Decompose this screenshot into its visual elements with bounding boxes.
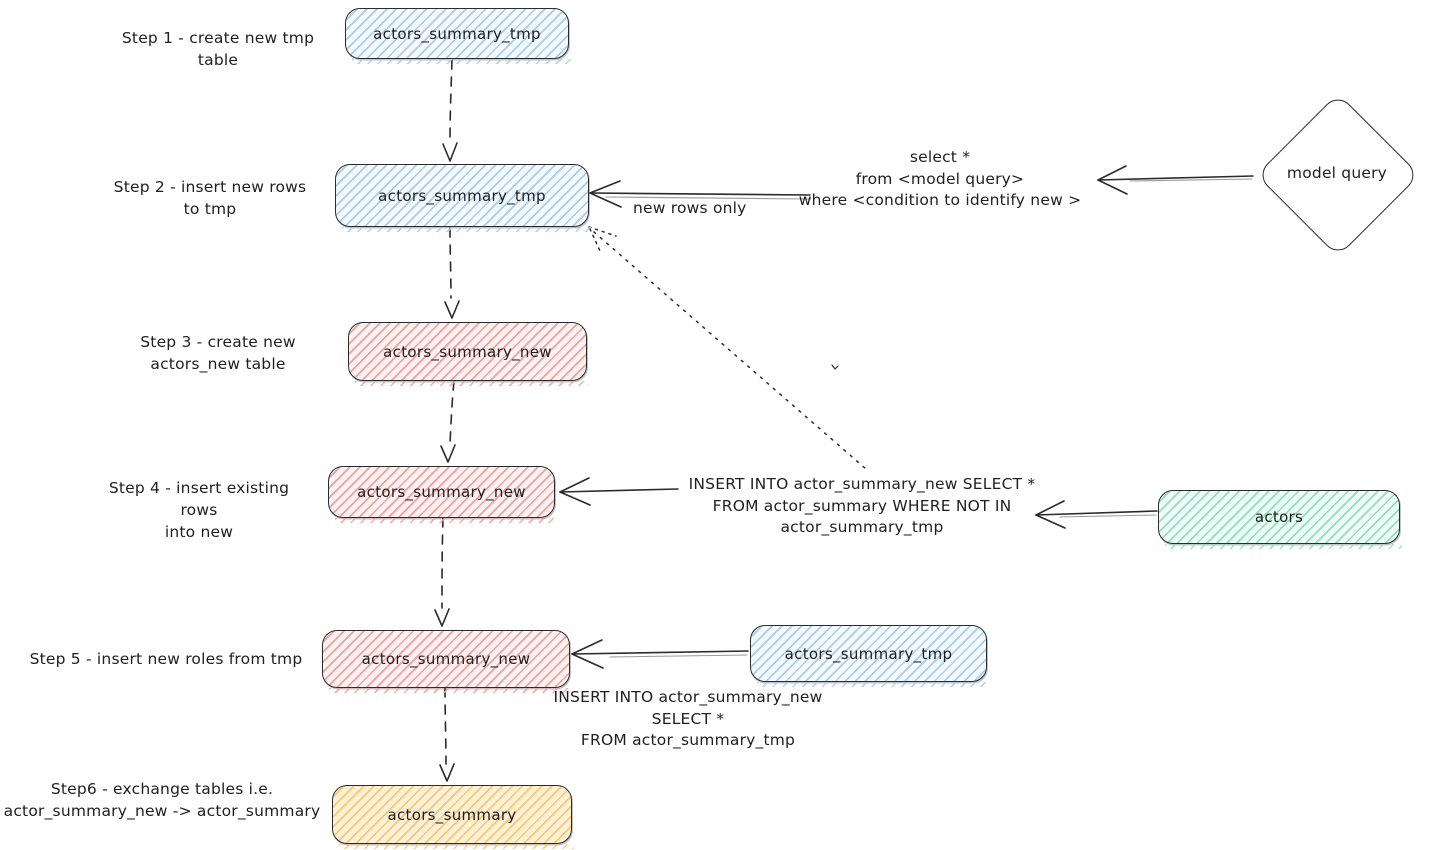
step-3-node-label: actors_summary_new [383,342,552,361]
step-2-label: Step 2 - insert new rows to tmp [113,178,307,218]
actors-node-label: actors [1254,508,1304,526]
tmp-source-node-label: actors_summary_tmp [784,644,953,663]
step-5-label: Step 5 - insert new roles from tmp [29,650,303,668]
step-1-node-label: actors_summary_tmp [373,24,541,43]
annotation-model-query-sql: select * from <model query> where <condi… [798,148,1082,209]
step-1-node: actors_summary_tmp [345,8,571,64]
arrow-sql-to-step4 [559,477,679,506]
arrow-modelquery-to-sql [1097,165,1254,195]
annotation-new-rows-only: new rows only [633,199,747,217]
step-2-node-label: actors_summary_tmp [378,186,546,205]
tmp-source-node: actors_summary_tmp [750,625,989,687]
dotted-arrow-step4sql-to-step2 [588,226,867,470]
arrow-step3-to-step4 [440,380,456,463]
step-6-node: actors_summary [332,785,574,849]
annotation-insert-existing-sql: INSERT INTO actor_summary_new SELECT * F… [688,475,1036,536]
actors-node: actors [1158,490,1402,549]
step-3-label: Step 3 - create new actors_new table [140,333,296,373]
step-5-node-label: actors_summary_new [361,650,531,668]
arrow-step1-to-step2 [442,59,458,162]
step-6-node-label: actors_summary [387,805,517,824]
arrow-tmp-to-step5 [571,639,749,669]
arrow-step4-to-step5 [434,517,450,627]
arrow-step5-to-step6 [439,687,455,782]
step-4-node: actors_summary_new [328,466,557,523]
arrow-step2-to-step3 [444,227,460,319]
step-5-node: actors_summary_new [322,630,572,693]
step-4-label: Step 4 - insert existing rows into new [108,479,290,541]
step-6-label: Step6 - exchange tables i.e. actor_summa… [3,780,321,820]
step-3-node: actors_summary_new [348,322,589,386]
stray-mark [831,364,839,370]
annotation-insert-from-tmp-sql: INSERT INTO actor_summary_new SELECT * F… [553,688,823,749]
step-1-label: Step 1 - create new tmp table [121,29,315,69]
model-query-label: model query [1286,164,1388,182]
step-2-node: actors_summary_tmp [335,164,591,232]
step-4-node-label: actors_summary_new [357,483,526,501]
